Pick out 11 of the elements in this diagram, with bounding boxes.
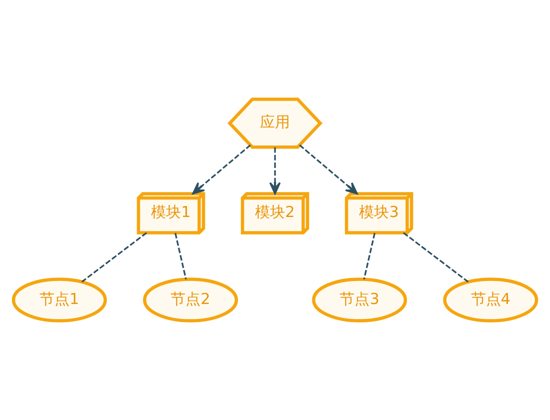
connector <box>174 232 187 280</box>
node-ellipse: 节点1 <box>12 278 107 322</box>
arrow <box>269 147 281 194</box>
node-ellipse: 节点3 <box>312 278 408 322</box>
arrow <box>299 144 358 194</box>
node-ellipse: 节点4 <box>443 278 538 322</box>
node-ellipse: 节点2 <box>142 278 238 322</box>
arrow <box>192 144 251 194</box>
connector <box>403 232 469 282</box>
connector <box>81 232 147 282</box>
connector <box>363 232 376 280</box>
